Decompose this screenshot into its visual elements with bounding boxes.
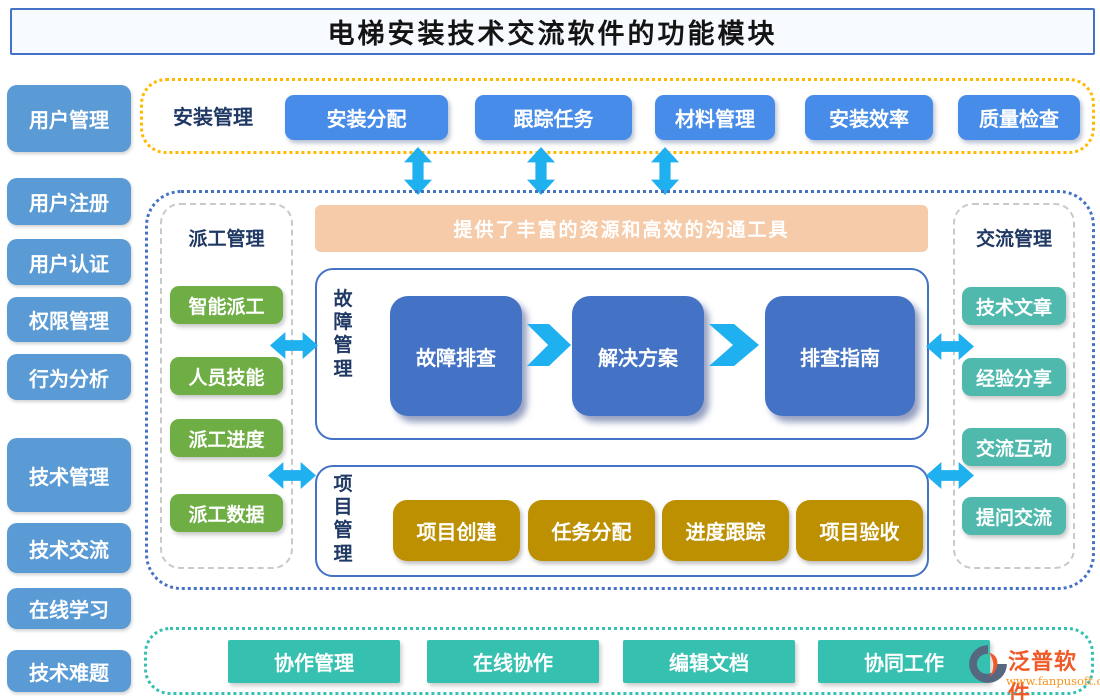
- sidebar-item-user-management[interactable]: 用户管理: [7, 85, 131, 152]
- double-arrow-vertical-icon: [527, 147, 555, 195]
- project-item-accept[interactable]: 项目验收: [796, 500, 923, 561]
- sidebar-item-behavior[interactable]: 行为分析: [7, 354, 131, 400]
- collab-button-cowork[interactable]: 协同工作: [818, 640, 990, 683]
- communication-item-articles[interactable]: 技术文章: [962, 287, 1066, 325]
- fault-step-guide[interactable]: 排查指南: [765, 296, 915, 416]
- install-group-label: 安装管理: [173, 105, 253, 129]
- sidebar-item-permission[interactable]: 权限管理: [7, 297, 131, 342]
- resource-banner: 提供了丰富的资源和高效的沟通工具: [315, 205, 928, 252]
- project-item-tasks[interactable]: 任务分配: [528, 500, 655, 561]
- sidebar-item-tech-problems[interactable]: 技术难题: [7, 650, 131, 692]
- collab-button-online[interactable]: 在线协作: [427, 640, 599, 683]
- collaboration-group-border: [144, 627, 1094, 695]
- install-button-quality[interactable]: 质量检查: [958, 95, 1080, 140]
- page-title: 电梯安装技术交流软件的功能模块: [10, 8, 1095, 55]
- sidebar-item-user-register[interactable]: 用户注册: [7, 178, 131, 225]
- communication-item-questions[interactable]: 提问交流: [962, 497, 1066, 535]
- project-item-progress[interactable]: 进度跟踪: [662, 500, 789, 561]
- fanpu-logo-icon: [968, 644, 1008, 684]
- install-button-efficiency[interactable]: 安装效率: [805, 95, 933, 140]
- install-group-border: [140, 78, 1095, 154]
- main-region-border: [145, 190, 1095, 590]
- dispatch-item-progress[interactable]: 派工进度: [170, 419, 283, 457]
- double-arrow-vertical-icon: [651, 147, 679, 195]
- sidebar-item-online-learning[interactable]: 在线学习: [7, 588, 131, 629]
- install-button-track[interactable]: 跟踪任务: [475, 95, 632, 140]
- sidebar-item-tech-management[interactable]: 技术管理: [7, 438, 131, 512]
- collab-button-management[interactable]: 协作管理: [228, 640, 400, 683]
- sidebar-item-user-auth[interactable]: 用户认证: [7, 239, 131, 285]
- communication-item-experience[interactable]: 经验分享: [962, 358, 1066, 396]
- dispatch-item-skills[interactable]: 人员技能: [170, 357, 283, 395]
- double-arrow-vertical-icon: [404, 147, 432, 195]
- collab-button-edit-docs[interactable]: 编辑文档: [623, 640, 795, 683]
- fault-step-troubleshoot[interactable]: 故障排查: [390, 296, 522, 416]
- fault-step-solution[interactable]: 解决方案: [572, 296, 704, 416]
- fanpu-logo-name: 泛普软件: [1008, 649, 1078, 700]
- communication-item-interact[interactable]: 交流互动: [962, 428, 1066, 466]
- dispatch-item-data[interactable]: 派工数据: [170, 494, 283, 532]
- install-button-assign[interactable]: 安装分配: [285, 95, 448, 140]
- dispatch-panel-title: 派工管理: [188, 228, 265, 250]
- fault-panel-title: 故障管理: [333, 288, 353, 380]
- install-button-material[interactable]: 材料管理: [655, 95, 775, 140]
- project-item-create[interactable]: 项目创建: [393, 500, 520, 561]
- communication-panel-title: 交流管理: [975, 228, 1052, 250]
- dispatch-item-smart[interactable]: 智能派工: [170, 286, 283, 324]
- sidebar-item-tech-exchange[interactable]: 技术交流: [7, 523, 131, 573]
- project-panel-title: 项目管理: [333, 473, 353, 565]
- fanpu-logo[interactable]: 泛普软件 www.fanpusoft.com: [968, 640, 1100, 700]
- fanpu-logo-url[interactable]: www.fanpusoft.com: [1006, 674, 1100, 688]
